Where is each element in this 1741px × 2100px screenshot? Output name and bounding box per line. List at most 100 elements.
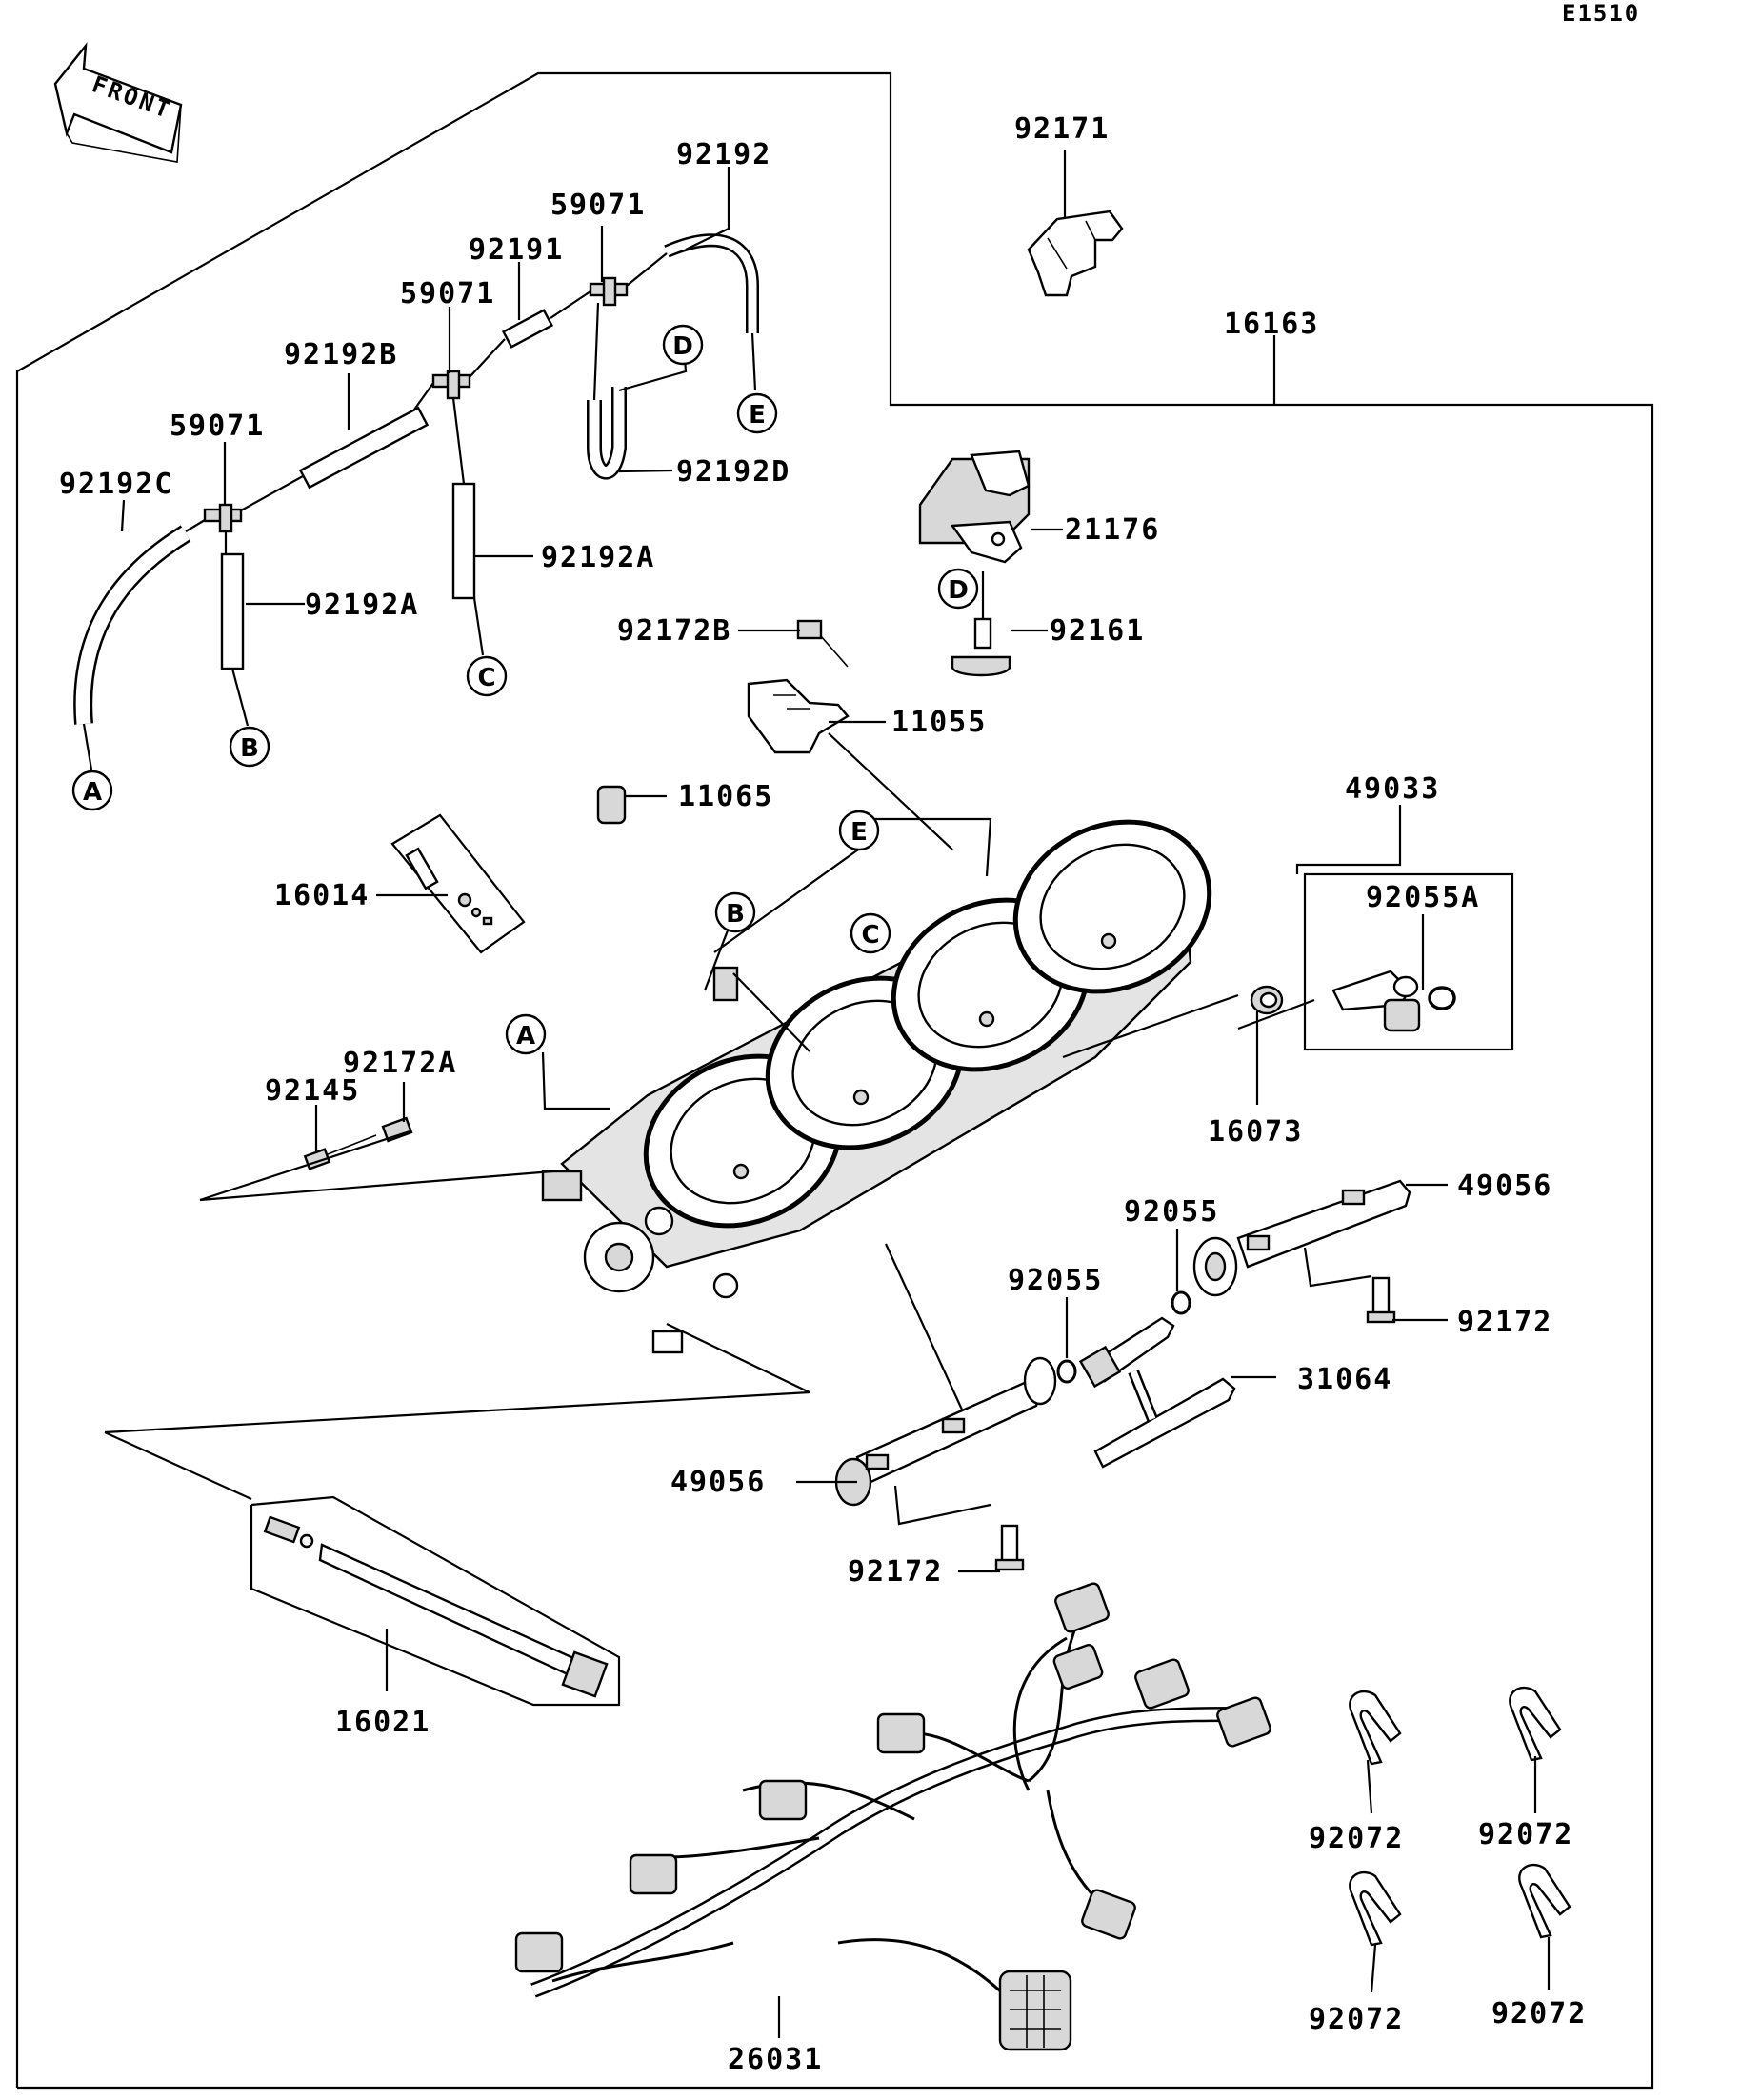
joint-59071-left [203,503,243,533]
hose-92192B [298,406,430,490]
ref-marker-C-body: C [850,912,891,954]
hose-92192C [73,525,191,725]
svg-text:E: E [850,818,868,847]
svg-text:E: E [749,401,766,430]
label-92072-a: 92072 [1309,1822,1404,1855]
kit-16021 [250,1495,621,1707]
label-92172B: 92172B [617,614,731,648]
ref-markers: E D C B A D E B [71,324,979,1055]
harness-26031 [514,1582,1271,2051]
diagram-code: E1510 [1562,0,1640,27]
front-arrow: FRONT [53,42,183,163]
bolt-92172-lower [994,1524,1025,1571]
clamp-92171 [1027,210,1124,297]
svg-text:B: B [240,734,259,763]
label-21176: 21176 [1065,513,1160,547]
bolt-92161 [951,617,1011,677]
injector [1331,970,1421,1032]
joint-59071-top [589,276,629,307]
label-59071-left: 59071 [170,410,265,443]
ref-marker-B-hose: B [229,726,270,768]
main-outline [15,71,1654,2090]
label-92072-d: 92072 [1491,1997,1587,2030]
label-92172A: 92172A [343,1047,457,1080]
label-92192D: 92192D [676,455,790,489]
ref-marker-A-hose: A [71,770,113,811]
pipe-31064 [1078,1316,1236,1469]
label-92055A: 92055A [1366,881,1480,914]
part-labels: 92171 16163 92192 59071 92191 59071 9219… [59,112,1587,2076]
ref-marker-E-body: E [838,810,880,851]
label-92072-c: 92072 [1309,2003,1404,2036]
clamp-92072-b [1509,1686,1562,1762]
leader-lines [104,150,1551,2038]
kit-16014 [390,813,526,954]
hose-92192D [587,387,627,480]
o-ring-92055-lower [1056,1359,1077,1384]
throttle-linkage [541,966,739,1354]
label-92192B: 92192B [284,338,398,371]
sensor-21176 [918,450,1031,564]
label-49056-right: 49056 [1457,1170,1552,1203]
label-49056-left: 49056 [670,1466,766,1499]
label-92191: 92191 [469,233,564,267]
label-49033: 49033 [1345,772,1440,806]
label-92192: 92192 [676,138,771,171]
ref-marker-D-sensor: D [937,568,979,610]
label-92172-lower: 92172 [848,1555,943,1589]
spring [263,1515,301,1544]
hose-92192-top [664,233,759,333]
label-92192A-left: 92192A [305,589,419,622]
label-92145: 92145 [265,1074,360,1108]
bore-4 [1012,819,1212,994]
label-16021: 16021 [335,1706,430,1739]
label-92192A-right: 92192A [541,541,655,574]
label-16073: 16073 [1208,1115,1303,1149]
bolt-92172-right [1366,1276,1396,1324]
label-92172-right: 92172 [1457,1306,1552,1339]
svg-text:D: D [948,576,969,605]
ref-marker-E-hose: E [736,392,778,434]
clamp-92072-a [1349,1690,1402,1766]
label-92072-b: 92072 [1478,1818,1573,1851]
ref-marker-C-hose: C [466,655,508,697]
ref-marker-A-body: A [505,1013,547,1055]
ref-marker-B-body: B [714,891,756,933]
o-ring-92055A [1428,986,1456,1010]
clamp-92072-d [1518,1863,1571,1939]
throttle-body-16163 [541,819,1212,1354]
svg-text:C: C [861,921,879,950]
label-11055: 11055 [891,706,987,739]
label-92161: 92161 [1050,614,1145,648]
label-92192C: 92192C [59,468,173,501]
screw-92172B [796,619,849,668]
hose-92192A-right [451,482,476,600]
label-11065: 11065 [678,780,773,813]
screw-92172A [381,1116,413,1143]
joint-59071-mid [431,370,471,400]
svg-text:A: A [83,778,102,807]
label-31064: 31064 [1297,1363,1392,1396]
hose-92191 [501,309,554,349]
bracket-11055 [747,678,850,754]
seal-16073 [1250,985,1284,1015]
label-59071-mid: 59071 [400,277,495,310]
label-92055-upper: 92055 [1124,1195,1219,1229]
svg-text:B: B [726,900,745,929]
label-16014: 16014 [274,879,370,912]
label-26031: 26031 [728,2043,823,2076]
o-ring-92055-upper [1171,1290,1191,1315]
svg-text:A: A [516,1022,535,1050]
hose-92192A-left [220,552,245,670]
injector-kit-49033 [1303,872,1514,1051]
ref-marker-D-hose: D [662,324,704,366]
label-16163: 16163 [1224,308,1319,341]
clamp-92072-c [1349,1870,1402,1947]
svg-text:C: C [477,664,495,692]
cap-11065 [596,785,627,825]
fuel-rail-49056-left [834,1356,1057,1507]
fuel-rail-49056-right [1192,1179,1411,1297]
label-92055-lower: 92055 [1008,1264,1103,1297]
label-92171: 92171 [1014,112,1110,146]
